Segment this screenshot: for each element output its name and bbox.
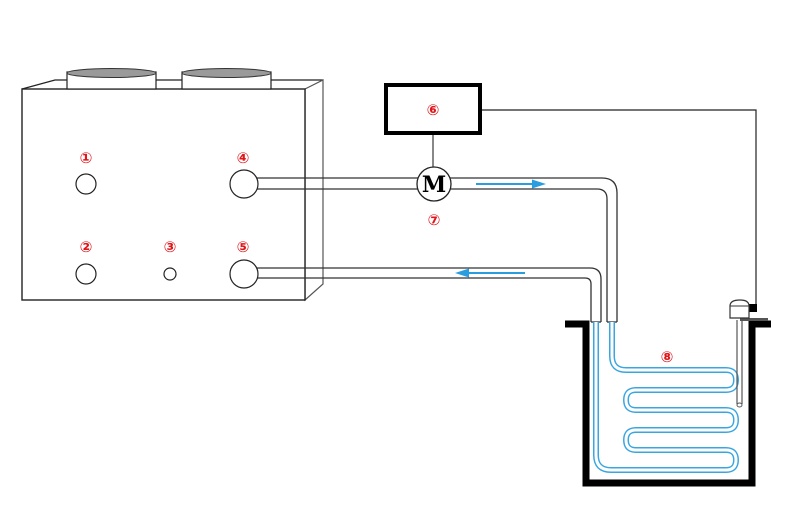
label-3: ③ (164, 238, 177, 256)
port-5 (229, 259, 259, 289)
unit-side-face (304, 79, 324, 302)
pump-motor (416, 166, 452, 202)
flow-arrow-return (455, 268, 525, 278)
controller-box (384, 83, 482, 135)
port-2 (75, 263, 97, 285)
label-6: ⑥ (427, 101, 440, 119)
port-3 (163, 267, 177, 281)
label-4: ④ (237, 149, 250, 167)
label-8: ⑧ (661, 348, 674, 366)
controller-to-sensor-wire (482, 109, 757, 309)
label-1: ① (80, 149, 93, 167)
label-5: ⑤ (237, 238, 250, 256)
flow-arrow-supply (476, 179, 546, 189)
fan-left (66, 68, 157, 90)
unit-front-face (21, 88, 306, 301)
water-tank (565, 320, 771, 487)
heat-pump-unit (21, 68, 324, 302)
label-7: ⑦ (428, 211, 441, 229)
port-1 (75, 173, 97, 195)
fan-right (181, 68, 272, 90)
heat-exchange-coil (593, 322, 739, 473)
label-2: ② (80, 238, 93, 256)
temperature-sensor (729, 299, 768, 408)
port-4 (229, 169, 259, 199)
motor-symbol: M (422, 172, 446, 198)
